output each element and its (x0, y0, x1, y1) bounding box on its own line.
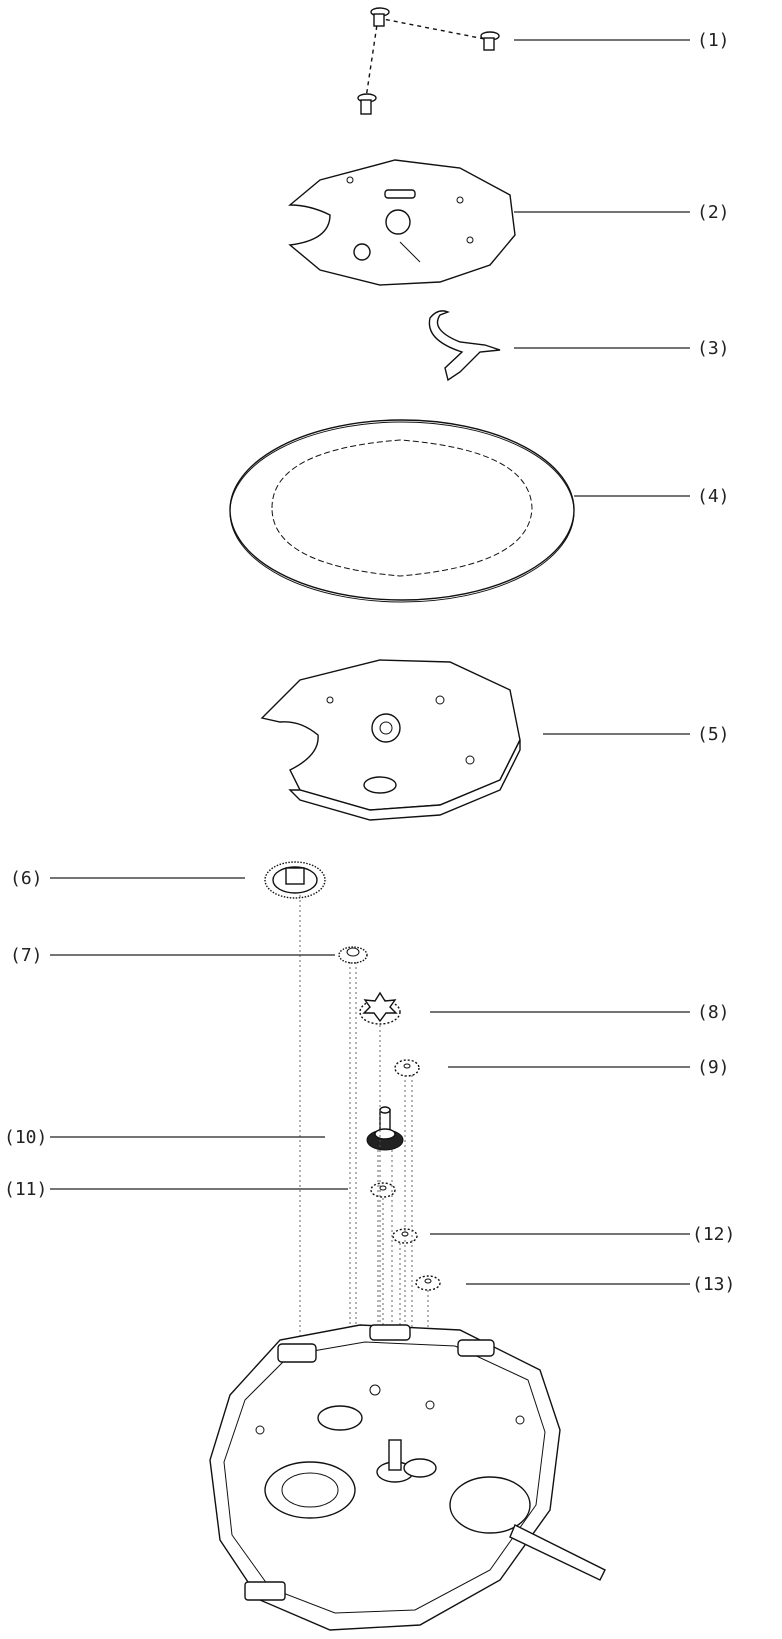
part-8-wheel (359, 991, 401, 1025)
part-2-plate (288, 159, 516, 286)
callout-6: (6) (10, 868, 43, 889)
callout-8: (8) (697, 1002, 730, 1023)
callout-12: (12) (692, 1224, 735, 1245)
callout-11: (11) (4, 1179, 47, 1200)
part-10-pinion (366, 1106, 404, 1151)
callout-5: (5) (697, 724, 730, 745)
callout-9: (9) (697, 1057, 730, 1078)
part-6-wheel (264, 861, 326, 899)
part-13-gear (415, 1275, 441, 1291)
callout-13: (13) (692, 1274, 735, 1295)
callout-1: (1) (697, 30, 730, 51)
callout-3: (3) (697, 338, 730, 359)
part-7-wheel (338, 946, 368, 964)
part-3-spring (428, 310, 501, 382)
part-9-gear (394, 1059, 420, 1077)
part-5-plate (260, 659, 521, 821)
screw-a (370, 7, 390, 27)
screw-c (357, 93, 377, 115)
part-4-ring (229, 419, 575, 603)
leader-lines (50, 39, 690, 1285)
callout-7: (7) (10, 945, 43, 966)
movement-base (209, 1324, 606, 1631)
callout-10: (10) (4, 1127, 47, 1148)
callout-labels: (1) (2) (3) (4) (5) (6) (7) (8) (9) (10)… (4, 30, 735, 1295)
screw-b (480, 31, 500, 51)
part-1-screws (357, 7, 500, 115)
callout-4: (4) (697, 486, 730, 507)
part-11-gear (370, 1182, 396, 1198)
callout-2: (2) (697, 202, 730, 223)
